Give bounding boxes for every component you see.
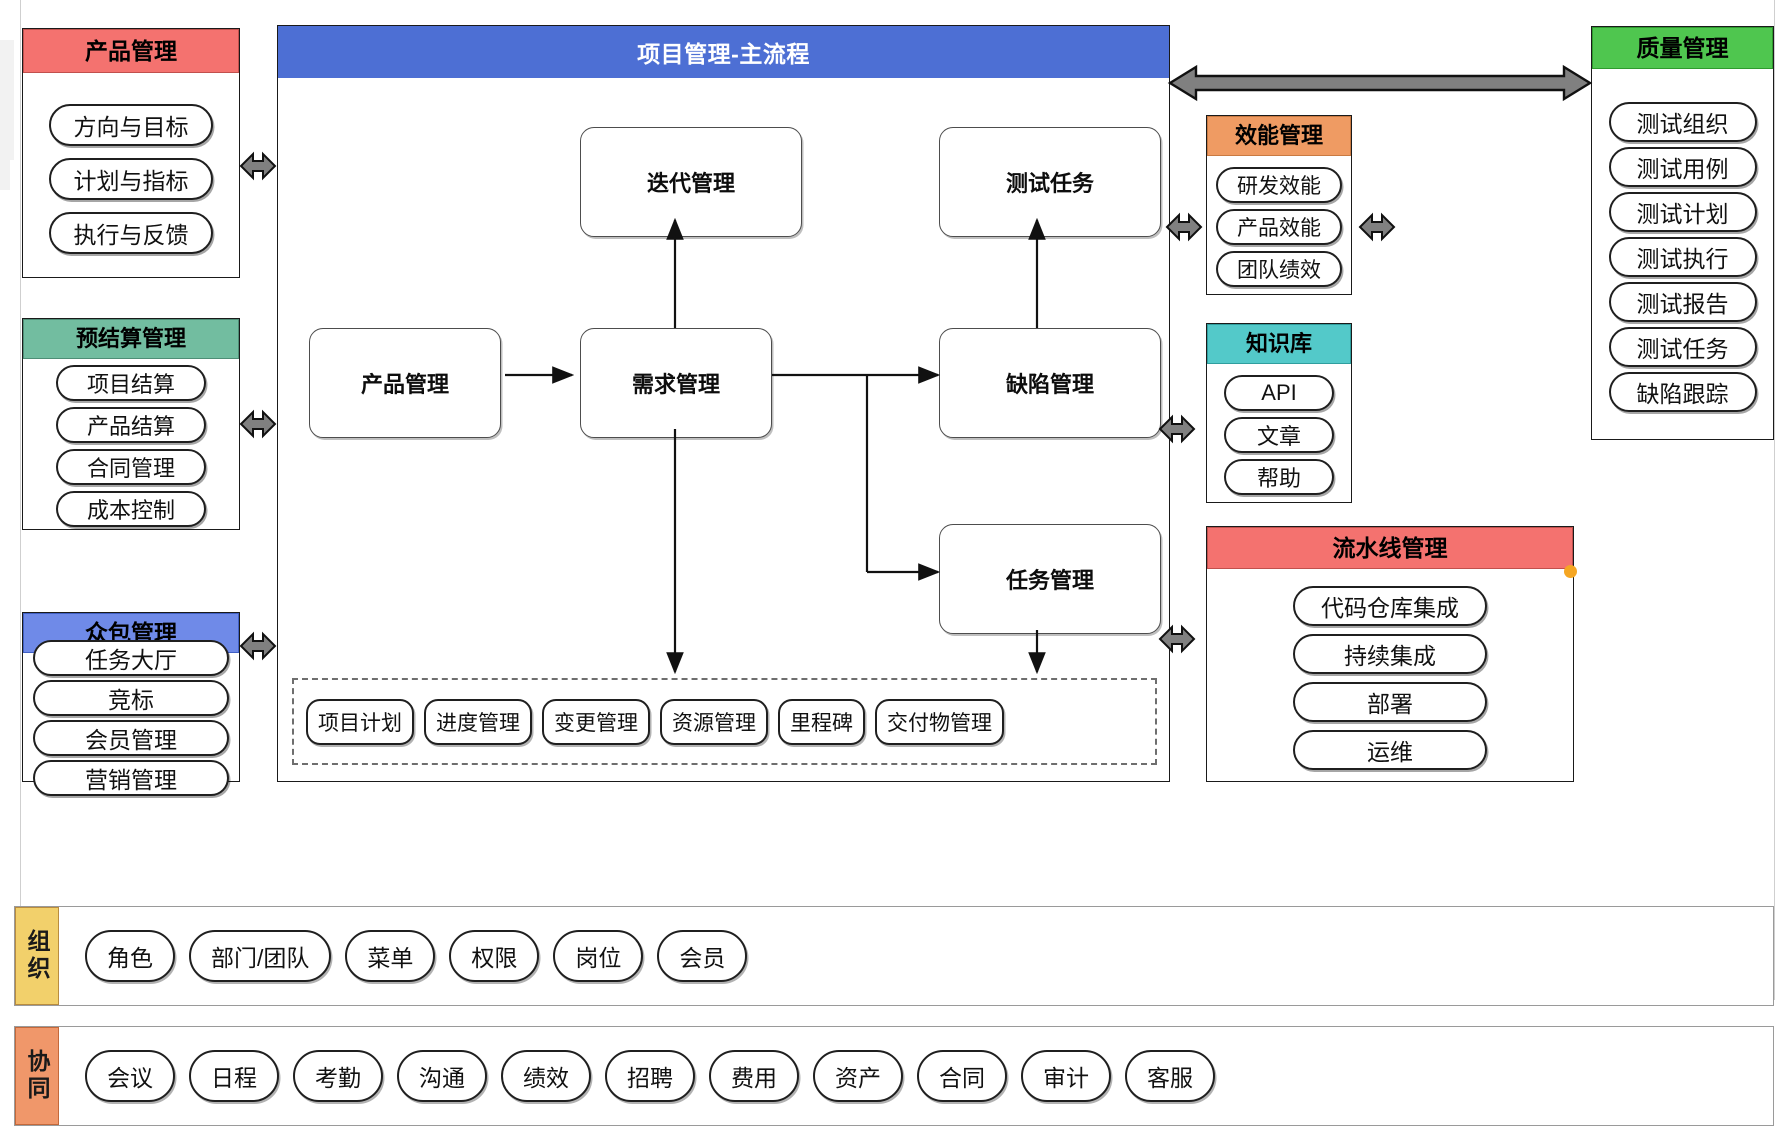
list-item[interactable]: 会议 [85,1050,175,1102]
bidirectional-arrow-crowdsourcing [239,631,277,661]
panel-quality-title: 质量管理 [1592,27,1773,69]
bidirectional-arrow-top-quality [1167,64,1593,102]
list-item[interactable]: 测试用例 [1608,147,1757,187]
page-title: 项目管理-主流程 [278,26,1169,78]
node-test-task[interactable]: 测试任务 [939,127,1161,237]
list-item[interactable]: API [1224,375,1334,411]
list-item[interactable]: 会员管理 [33,720,229,756]
node-defect[interactable]: 缺陷管理 [939,328,1161,438]
list-item[interactable]: 考勤 [293,1050,383,1102]
bidirectional-arrow-product [239,151,277,181]
band-organization-label: 组织 [15,907,59,1005]
list-item[interactable]: 菜单 [345,930,436,982]
list-item[interactable]: 资产 [813,1050,903,1102]
list-item[interactable]: 沟通 [397,1050,487,1102]
list-item[interactable]: 客服 [1125,1050,1215,1102]
band-organization: 组织 角色 部门/团队 菜单 权限 岗位 会员 [14,906,1774,1006]
list-item[interactable]: 代码仓库集成 [1293,586,1487,626]
list-item[interactable]: 帮助 [1224,459,1334,495]
band-collaboration: 协同 会议 日程 考勤 沟通 绩效 招聘 费用 资产 合同 审计 客服 [14,1026,1774,1126]
list-item[interactable]: 部门/团队 [189,930,332,982]
panel-quality[interactable]: 质量管理 测试组织 测试用例 测试计划 测试执行 测试报告 测试任务 缺陷跟踪 [1591,26,1774,440]
list-item[interactable]: 运维 [1293,730,1487,770]
list-item[interactable]: 竞标 [33,680,229,716]
list-item[interactable]: 持续集成 [1293,634,1487,674]
panel-knowledge-base-title: 知识库 [1207,324,1351,364]
list-item[interactable]: 测试计划 [1608,192,1757,232]
list-item[interactable]: 测试报告 [1608,282,1757,322]
list-item[interactable]: 进度管理 [424,698,532,745]
page-guide-line-right [1774,0,1775,1000]
list-item[interactable]: 绩效 [501,1050,591,1102]
node-product[interactable]: 产品管理 [309,328,501,438]
list-item[interactable]: 权限 [449,930,540,982]
list-item[interactable]: 成本控制 [56,491,206,527]
list-item[interactable]: 变更管理 [542,698,650,745]
list-item[interactable]: 方向与目标 [49,104,213,146]
list-item[interactable]: 团队绩效 [1216,251,1342,287]
list-item[interactable]: 执行与反馈 [49,212,213,254]
panel-crowdsourcing[interactable]: 众包管理 任务大厅 竞标 会员管理 营销管理 [22,612,240,796]
panel-efficiency-title: 效能管理 [1207,116,1351,156]
page-guide-block [0,40,14,160]
list-item[interactable]: 交付物管理 [875,698,1004,745]
list-item[interactable]: 审计 [1021,1050,1111,1102]
list-item[interactable]: 项目计划 [306,698,414,745]
node-task[interactable]: 任务管理 [939,524,1161,634]
list-item[interactable]: 部署 [1293,682,1487,722]
list-item[interactable]: 会员 [657,930,748,982]
list-item[interactable]: 里程碑 [778,698,865,745]
bidirectional-arrow-efficiency-right [1358,212,1396,242]
list-item[interactable]: 任务大厅 [33,640,229,676]
main-flow-panel: 项目管理-主流程 迭代管理 测试任务 产品管理 需求管理 缺陷管理 任务管理 项… [277,25,1170,782]
page-guide-line [20,0,21,940]
bidirectional-arrow-efficiency-left [1165,212,1203,242]
list-item[interactable]: 合同 [917,1050,1007,1102]
list-item[interactable]: 合同管理 [56,449,206,485]
status-badge-dot [1564,565,1577,578]
panel-product-management[interactable]: 产品管理 方向与目标 计划与指标 执行与反馈 [22,28,240,278]
list-item[interactable]: 日程 [189,1050,279,1102]
list-item[interactable]: 角色 [85,930,175,982]
list-item[interactable]: 计划与指标 [49,158,213,200]
list-item[interactable]: 岗位 [553,930,644,982]
page-guide-block-2 [0,160,10,190]
list-item[interactable]: 缺陷跟踪 [1608,372,1757,412]
panel-knowledge-base[interactable]: 知识库 API 文章 帮助 [1206,323,1352,503]
node-iteration[interactable]: 迭代管理 [580,127,802,237]
list-item[interactable]: 文章 [1224,417,1334,453]
panel-pipeline-title: 流水线管理 [1207,527,1573,569]
project-plan-group: 项目计划 进度管理 变更管理 资源管理 里程碑 交付物管理 [292,678,1157,765]
panel-efficiency[interactable]: 效能管理 研发效能 产品效能 团队绩效 [1206,115,1352,295]
node-requirement[interactable]: 需求管理 [580,328,772,438]
list-item[interactable]: 资源管理 [660,698,768,745]
list-item[interactable]: 营销管理 [33,760,229,796]
list-item[interactable]: 测试组织 [1608,102,1757,142]
list-item[interactable]: 费用 [709,1050,799,1102]
list-item[interactable]: 测试执行 [1608,237,1757,277]
bidirectional-arrow-budget [239,409,277,439]
panel-pipeline[interactable]: 流水线管理 代码仓库集成 持续集成 部署 运维 [1206,526,1577,782]
list-item[interactable]: 测试任务 [1608,327,1757,367]
band-collaboration-label: 协同 [15,1027,59,1125]
list-item[interactable]: 产品效能 [1216,209,1342,245]
list-item[interactable]: 产品结算 [56,407,206,443]
list-item[interactable]: 研发效能 [1216,167,1342,203]
panel-budget-settlement[interactable]: 预结算管理 项目结算 产品结算 合同管理 成本控制 [22,318,240,530]
list-item[interactable]: 招聘 [605,1050,695,1102]
panel-budget-settlement-title: 预结算管理 [23,319,239,359]
panel-product-management-title: 产品管理 [23,29,239,73]
list-item[interactable]: 项目结算 [56,365,206,401]
